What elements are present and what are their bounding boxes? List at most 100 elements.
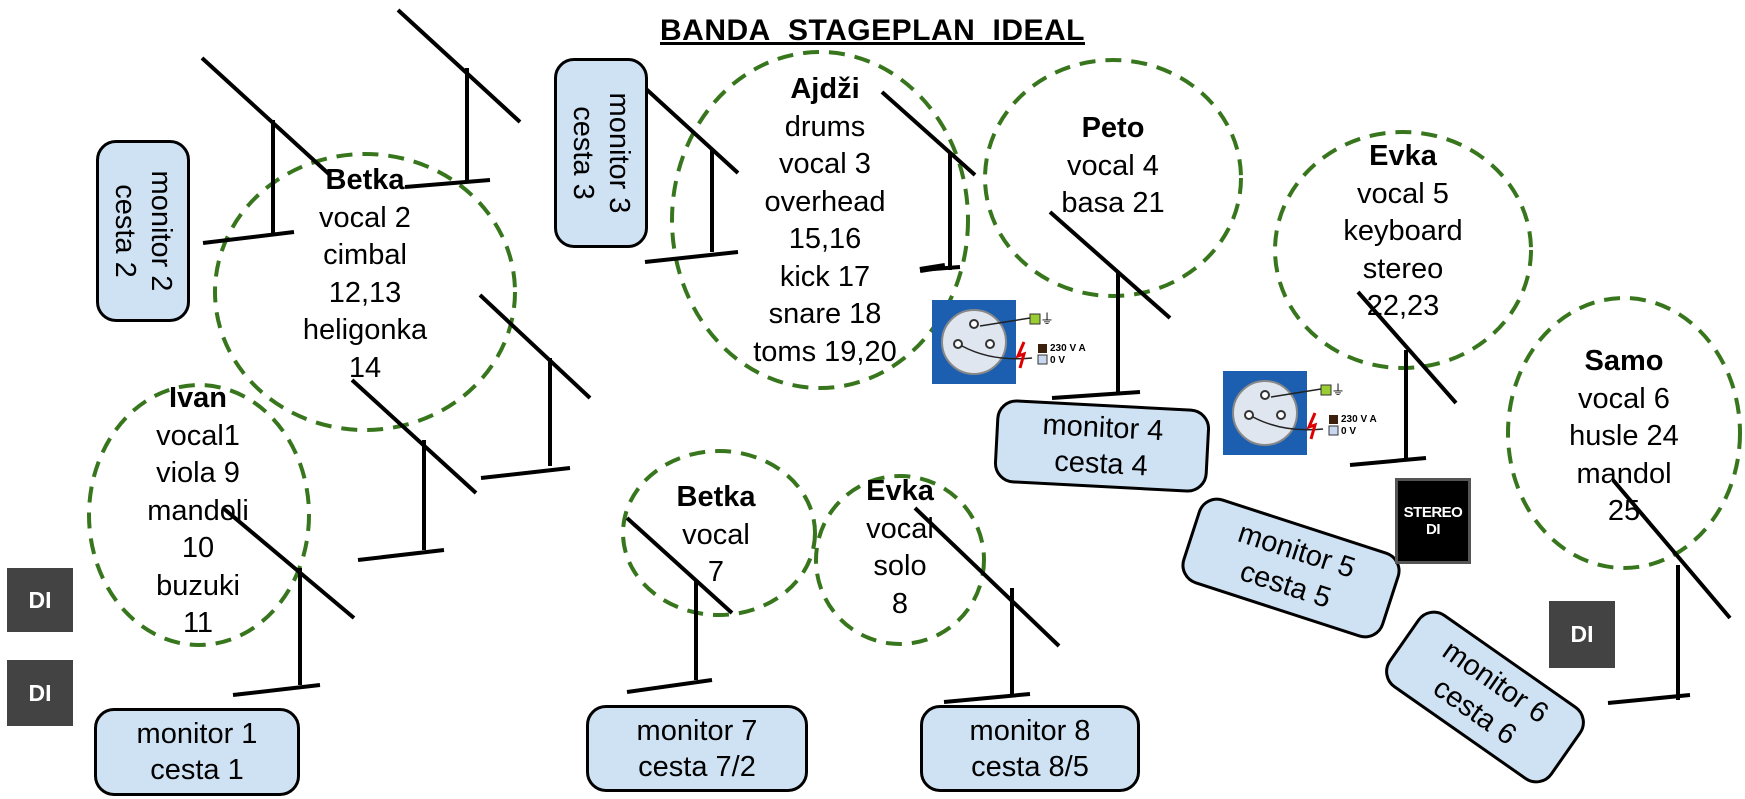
monitor-7: monitor 7 cesta 7/2: [586, 705, 808, 792]
performer-peto: Peto vocal 4 basa 21: [1033, 110, 1193, 223]
performer-line: kick 17: [779, 260, 871, 293]
mic-stand: [350, 378, 478, 562]
performer-name: Ajdži: [790, 73, 860, 105]
drum-stick-mark: [919, 263, 946, 273]
power-outlet-icon: [932, 300, 1048, 384]
performer-line: vocal: [866, 512, 934, 545]
monitor-label: monitor 8: [969, 714, 1091, 747]
performer-evka-keys: Evka vocal 5 keyboard stereo 22,23: [1318, 138, 1488, 326]
monitor-channel: cesta 7/2: [638, 750, 756, 783]
performer-line: mandol: [1576, 457, 1672, 490]
performer-line: 8: [891, 587, 909, 620]
performer-line: vocal: [682, 518, 750, 551]
performer-name: Betka: [676, 481, 756, 513]
di-box: DI: [1549, 601, 1615, 668]
performer-line: buzuki: [156, 569, 240, 602]
performer-circle-ivan: [87, 383, 311, 647]
monitor-label: monitor 1: [136, 718, 258, 750]
performer-ivan: Ivan vocal1 viola 9 mandoli 10 buzuki 11: [123, 380, 273, 643]
ground-icon: ⏚: [1331, 382, 1345, 398]
performer-circle-betka: [213, 152, 517, 432]
performer-line: 7: [707, 556, 725, 588]
outlet-voltage-label: 230 V A: [1341, 414, 1377, 425]
performer-betka: Betka vocal 2 cimbal 12,13 heligonka 14: [270, 162, 460, 387]
outlet-zero-label: 0 V: [1341, 426, 1356, 437]
power-outlet-icon: [1223, 371, 1339, 455]
performer-name: Ivan: [168, 382, 228, 414]
monitor-3: monitor 3 cesta 3: [554, 58, 648, 248]
performer-circle-evka-keys: [1273, 130, 1533, 370]
performer-name: Evka: [1369, 140, 1437, 172]
performer-ajdzi: Ajdži drums vocal 3 overhead 15,16 kick …: [735, 71, 915, 371]
mic-stand: [478, 293, 592, 480]
di-box: DI: [7, 568, 73, 632]
mic-stand: [200, 56, 332, 245]
mic-stand: [396, 8, 522, 189]
performer-line: vocal 3: [779, 148, 871, 180]
performer-name: Peto: [1081, 112, 1145, 144]
performer-line: 25: [1607, 495, 1641, 527]
performer-samo: Samo vocal 6 husle 24 mandol 25: [1549, 343, 1699, 531]
performer-line: toms 19,20: [753, 335, 897, 368]
monitor-label: monitor 2: [145, 170, 177, 292]
mic-stand: [1607, 478, 1732, 705]
performer-betka-vocal: Betka vocal 7: [656, 479, 776, 592]
mic-stand: [221, 506, 356, 697]
performer-circle-ajdzi: [670, 50, 970, 390]
performer-line: overhead: [764, 185, 886, 218]
performer-line: drums: [784, 110, 866, 143]
performer-line: 11: [182, 607, 214, 639]
page-title: BANDA_STAGEPLAN_IDEAL: [660, 14, 1085, 47]
monitor-label: monitor 3: [603, 92, 635, 214]
performer-line: 15,16: [788, 223, 862, 255]
performer-line: heligonka: [302, 314, 428, 346]
ground-icon: ⏚: [1040, 311, 1054, 327]
monitor-1: monitor 1 cesta 1: [94, 708, 300, 796]
performer-line: keyboard: [1343, 215, 1463, 247]
monitor-2: monitor 2 cesta 2: [96, 140, 190, 322]
performer-evka-solo: Evka vocal solo 8: [845, 473, 955, 623]
performer-circle-samo: [1506, 296, 1742, 570]
performer-circle-betka-vocal: [621, 449, 817, 617]
performer-line: vocal1: [156, 419, 240, 452]
monitor-channel: cesta 2: [109, 184, 141, 278]
performer-name: Evka: [866, 475, 934, 507]
monitor-channel: cesta 4: [1053, 445, 1149, 483]
mic-stand: [625, 516, 734, 694]
performer-name: Samo: [1584, 345, 1664, 377]
stereo-di-label: DI: [1426, 521, 1441, 538]
performer-line: 10: [181, 532, 215, 564]
performer-line: vocal 2: [319, 201, 411, 234]
outlet-zero-label: 0 V: [1050, 355, 1065, 366]
monitor-channel: cesta 3: [567, 106, 599, 200]
performer-line: basa 21: [1061, 187, 1165, 219]
monitor-4: monitor 4 cesta 4: [992, 398, 1212, 494]
performer-name: Betka: [325, 164, 405, 196]
stereo-di-box: STEREO DI: [1395, 478, 1471, 564]
monitor-channel: cesta 1: [150, 754, 244, 786]
performer-line: solo: [873, 550, 927, 582]
performer-line: husle 24: [1569, 420, 1679, 452]
performer-line: 22,23: [1366, 290, 1440, 322]
stereo-di-label: STEREO: [1403, 504, 1463, 521]
mic-stand: [913, 506, 1061, 704]
mic-stand: [643, 86, 740, 264]
mic-stand: [1349, 290, 1458, 467]
performer-line: mandoli: [147, 494, 249, 527]
monitor-label: monitor 7: [636, 714, 758, 747]
monitor-channel: cesta 8/5: [971, 750, 1089, 783]
performer-circle-evka-solo: [814, 474, 986, 646]
performer-line: stereo: [1362, 252, 1444, 285]
performer-line: viola 9: [156, 457, 240, 489]
performer-line: 12,13: [328, 276, 402, 309]
performer-line: vocal 5: [1357, 177, 1449, 210]
performer-circle-peto: [983, 58, 1243, 298]
di-box: DI: [7, 660, 73, 726]
performer-line: 14: [348, 351, 382, 384]
performer-line: cimbal: [323, 239, 407, 271]
performer-line: vocal 4: [1067, 149, 1159, 182]
performer-line: vocal 6: [1578, 382, 1670, 415]
mic-stand: [1048, 210, 1172, 400]
